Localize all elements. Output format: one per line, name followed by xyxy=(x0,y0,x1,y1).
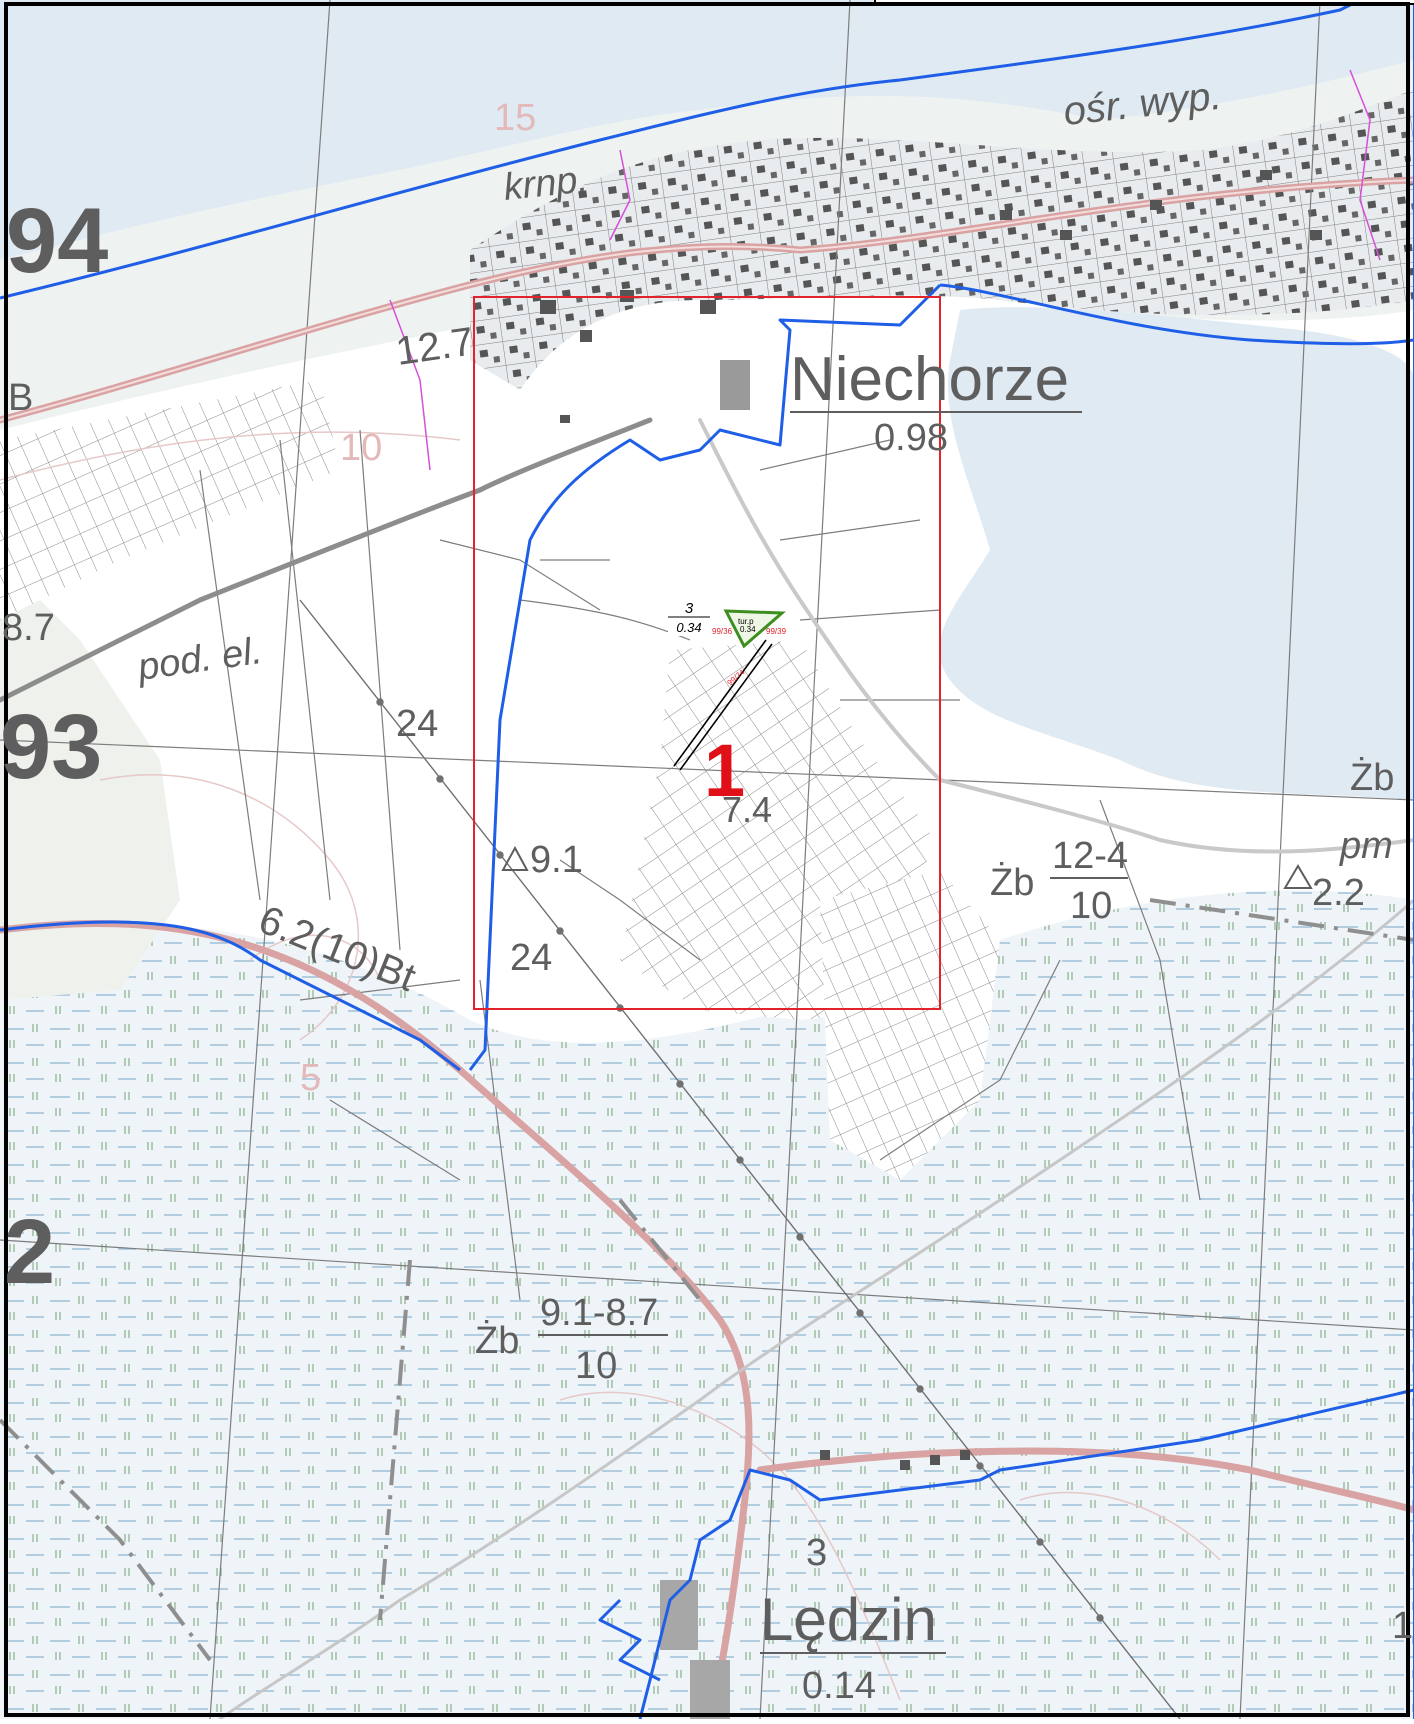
faint-label-15: 15 xyxy=(494,97,536,139)
power-line xyxy=(299,599,1181,1720)
locality-border xyxy=(389,69,1381,471)
grid-label-2: 2 xyxy=(4,1201,55,1303)
parcel-area-code: 0.34 xyxy=(740,625,756,634)
num-24-b: 24 xyxy=(510,937,552,979)
frac-10-b: 10 xyxy=(575,1345,617,1387)
town-niechorze: Niechorze xyxy=(790,345,1069,414)
study-area-number[interactable]: 1 xyxy=(704,729,745,812)
pop-niechorze: 0.98 xyxy=(874,417,948,459)
town-ledzin: Lędzin xyxy=(760,1586,937,1653)
num-1-edge: 1 xyxy=(1392,1605,1413,1647)
label-zb-a: Żb xyxy=(990,861,1034,904)
faint-label-5: 5 xyxy=(300,1057,321,1099)
left-forest xyxy=(0,560,180,1000)
elev-12-7: 12.7 xyxy=(393,320,476,374)
pop-ledzin: 0.14 xyxy=(802,1665,876,1707)
num-3: 3 xyxy=(806,1532,827,1574)
num-24-a: 24 xyxy=(396,703,438,745)
label-zb-b: Żb xyxy=(1350,756,1394,799)
lake-niechorze xyxy=(939,307,1414,800)
sea-area xyxy=(0,0,1414,260)
parcel-strips xyxy=(820,870,1000,1180)
grid-label-8-7: 8.7 xyxy=(2,607,55,649)
elev-2-2: 2.2 xyxy=(1312,872,1365,914)
study-area-boundary[interactable] xyxy=(473,296,941,1010)
elev-7-4: 7.4 xyxy=(722,789,772,830)
parcel-use-code: tur.p xyxy=(738,617,754,626)
grid-label-94: 94 xyxy=(6,190,108,292)
faint-label-10: 10 xyxy=(340,427,382,469)
elev-9-1: 9.1 xyxy=(530,839,583,881)
label-krnp: krnp. xyxy=(502,158,590,209)
frac-10-a: 10 xyxy=(1070,885,1112,927)
parcel-number-99-39: 99/39 xyxy=(766,627,787,636)
parcel-label-numerator: 3 xyxy=(685,600,694,617)
village-west xyxy=(0,380,340,620)
label-zb-c: Żb xyxy=(475,1319,519,1362)
subject-parcel[interactable] xyxy=(673,609,786,771)
village-niechorze xyxy=(470,90,1414,390)
parcel-number-99-36: 99/36 xyxy=(712,627,733,636)
map-frame xyxy=(4,2,1410,1717)
frac-12-4: 12-4 xyxy=(1052,835,1128,877)
grid-label-93: 93 xyxy=(0,696,102,798)
grid-label-b: B xyxy=(8,377,33,419)
parcel-label-denominator: 0.34 xyxy=(676,620,701,635)
frac-9-1-8-7: 9.1-8.7 xyxy=(540,1292,658,1334)
dash-dot-boundary xyxy=(0,898,1414,1662)
label-pm: pm xyxy=(1339,825,1393,867)
